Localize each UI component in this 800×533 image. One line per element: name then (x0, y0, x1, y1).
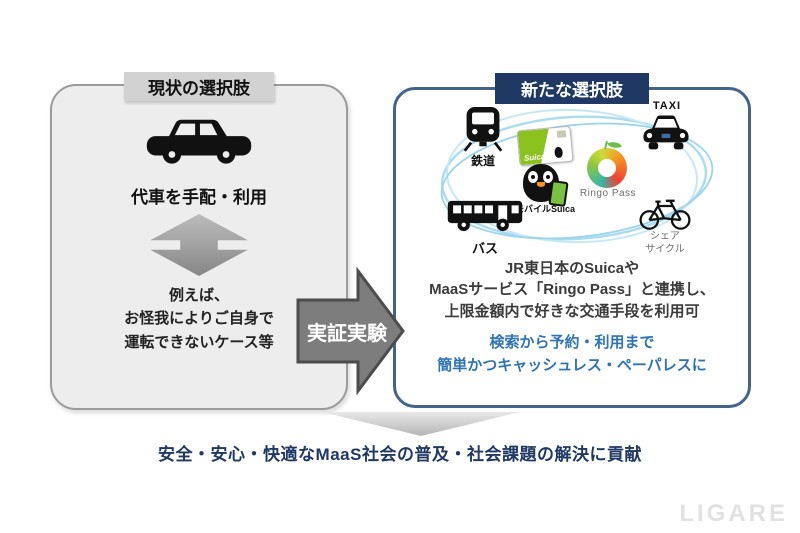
bus-icon (446, 197, 524, 240)
ringo-pass-ring (587, 148, 627, 188)
bus-label: バス (471, 241, 498, 256)
suica-card-icon: Suica (516, 125, 574, 167)
service-highlight: 検索から予約・利用まで 簡単かつキャッシュレス・ペーパレスに (396, 332, 748, 377)
suica-card-label: Suica (523, 152, 546, 163)
train-icon (462, 104, 504, 157)
ringo-pass-label: Ringo Pass (579, 188, 637, 199)
current-option-label: 代車を手配・利用 (131, 188, 267, 207)
example-text: 例えば、 お怪我によりご自身で 運転できないケース等 (52, 284, 346, 354)
ringo-pass-logo (587, 139, 627, 188)
experiment-arrow-label: 実証実験 (307, 322, 387, 345)
new-options-header: 新たな選択肢 (495, 73, 649, 104)
mobile-suica-label: モバイルSuica (514, 204, 575, 214)
highlight-line-2: 簡単かつキャッシュレス・ペーパレスに (437, 356, 707, 374)
mobile-suica-penguin-icon (523, 164, 569, 208)
service-description: JR東日本のSuicaや MaaSサービス「Ringo Pass」と連携し、 上… (396, 258, 748, 322)
up-down-arrow-icon (140, 214, 258, 281)
penguin-left-eye (528, 171, 538, 183)
penguin-right-eye (543, 171, 553, 183)
current-options-header: 現状の選択肢 (124, 72, 274, 101)
share-cycle-label: シェア サイクル (645, 231, 685, 255)
example-line-3: 運転できないケース等 (124, 333, 274, 351)
penguin-beak (537, 182, 545, 187)
bicycle-icon (638, 194, 692, 237)
experiment-arrow: 実証実験 (296, 266, 406, 396)
current-options-panel: 現状の選択肢 代車を手配・利用 例 (50, 72, 348, 410)
car-icon (141, 114, 257, 171)
taxi-icon (641, 112, 691, 157)
description-line-2: MaaSサービス「Ringo Pass」と連携し、 (429, 281, 715, 299)
description-line-3: 上限金額内で好きな交通手段を利用可 (444, 302, 700, 320)
new-options-panel: 新たな選択肢 鉄道 TAXI (393, 73, 751, 408)
highlight-line-1: 検索から予約・利用まで (489, 334, 655, 351)
suica-card-penguin (554, 146, 564, 159)
footer-message: 安全・安心・快適なMaaS社会の普及・社会課題の解決に貢献 (158, 445, 642, 464)
train-label: 鉄道 (470, 154, 495, 168)
down-chevron-icon (322, 412, 520, 436)
ligare-watermark: LIGARE (679, 500, 788, 527)
suica-card-chip (556, 130, 567, 138)
example-line-1: 例えば、 (168, 287, 229, 304)
description-line-1: JR東日本のSuicaや (504, 260, 640, 277)
taxi-label: TAXI (652, 100, 682, 112)
example-line-2: お怪我によりご自身で (124, 310, 274, 328)
